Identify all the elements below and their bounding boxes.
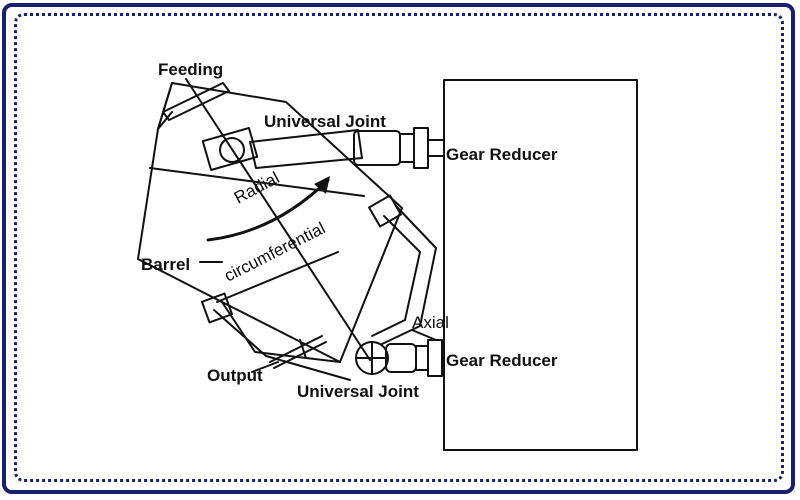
- circumferential-label: circumferential: [221, 218, 328, 285]
- output-label: Output: [207, 366, 263, 385]
- outer-frame-border: [2, 3, 795, 494]
- barrel-label: Barrel: [141, 255, 190, 274]
- lower-flange: [415, 345, 429, 371]
- gear-reducer-top-label: Gear Reducer: [446, 145, 558, 164]
- output-leader-line: [251, 361, 279, 373]
- barrel-neck-line: [157, 82, 173, 130]
- upper-joint-hub: [219, 137, 245, 163]
- barrel-shoulder-line: [149, 167, 365, 197]
- lower-coupling: [427, 339, 443, 377]
- upper-joint-block: [201, 126, 259, 172]
- support-arm-right-inner: [371, 215, 421, 337]
- upper-bracket-bolt: [368, 194, 402, 228]
- barrel-lower-cone: [221, 301, 341, 363]
- support-arm-left: [213, 309, 351, 381]
- radial-arrow-head: [314, 176, 330, 194]
- barrel-body: [137, 82, 403, 363]
- feeding-label: Feeding: [158, 60, 223, 79]
- universal-joint-top-label: Universal Joint: [264, 112, 386, 131]
- output-pipe-edge: [273, 341, 327, 369]
- upper-flange: [399, 133, 415, 163]
- barrel-top-cone-left: [157, 111, 173, 130]
- axial-label: Axial: [412, 313, 449, 332]
- inner-dotted-border: [14, 13, 784, 482]
- radial-label: Radial: [231, 168, 282, 207]
- support-arm-right: [381, 205, 437, 345]
- rotation-axis-line: [185, 78, 371, 361]
- gear-reducer-bottom-label: Gear Reducer: [446, 351, 558, 370]
- upper-coupling: [413, 127, 429, 169]
- output-pipe: [269, 335, 323, 363]
- upper-coupling-stub: [427, 139, 445, 157]
- left-bracket-bolt: [200, 292, 234, 324]
- feeding-hatch: [162, 82, 230, 121]
- upper-shaft: [249, 129, 363, 169]
- barrel-waist-line: [216, 251, 339, 303]
- universal-joint-bottom-label: Universal Joint: [297, 382, 419, 401]
- gear-reducer-housing: [443, 79, 638, 451]
- radial-arrow: [206, 178, 330, 242]
- lower-joint-yoke: [385, 343, 417, 373]
- axial-leader-line: [411, 329, 437, 341]
- output-valve: [299, 339, 307, 359]
